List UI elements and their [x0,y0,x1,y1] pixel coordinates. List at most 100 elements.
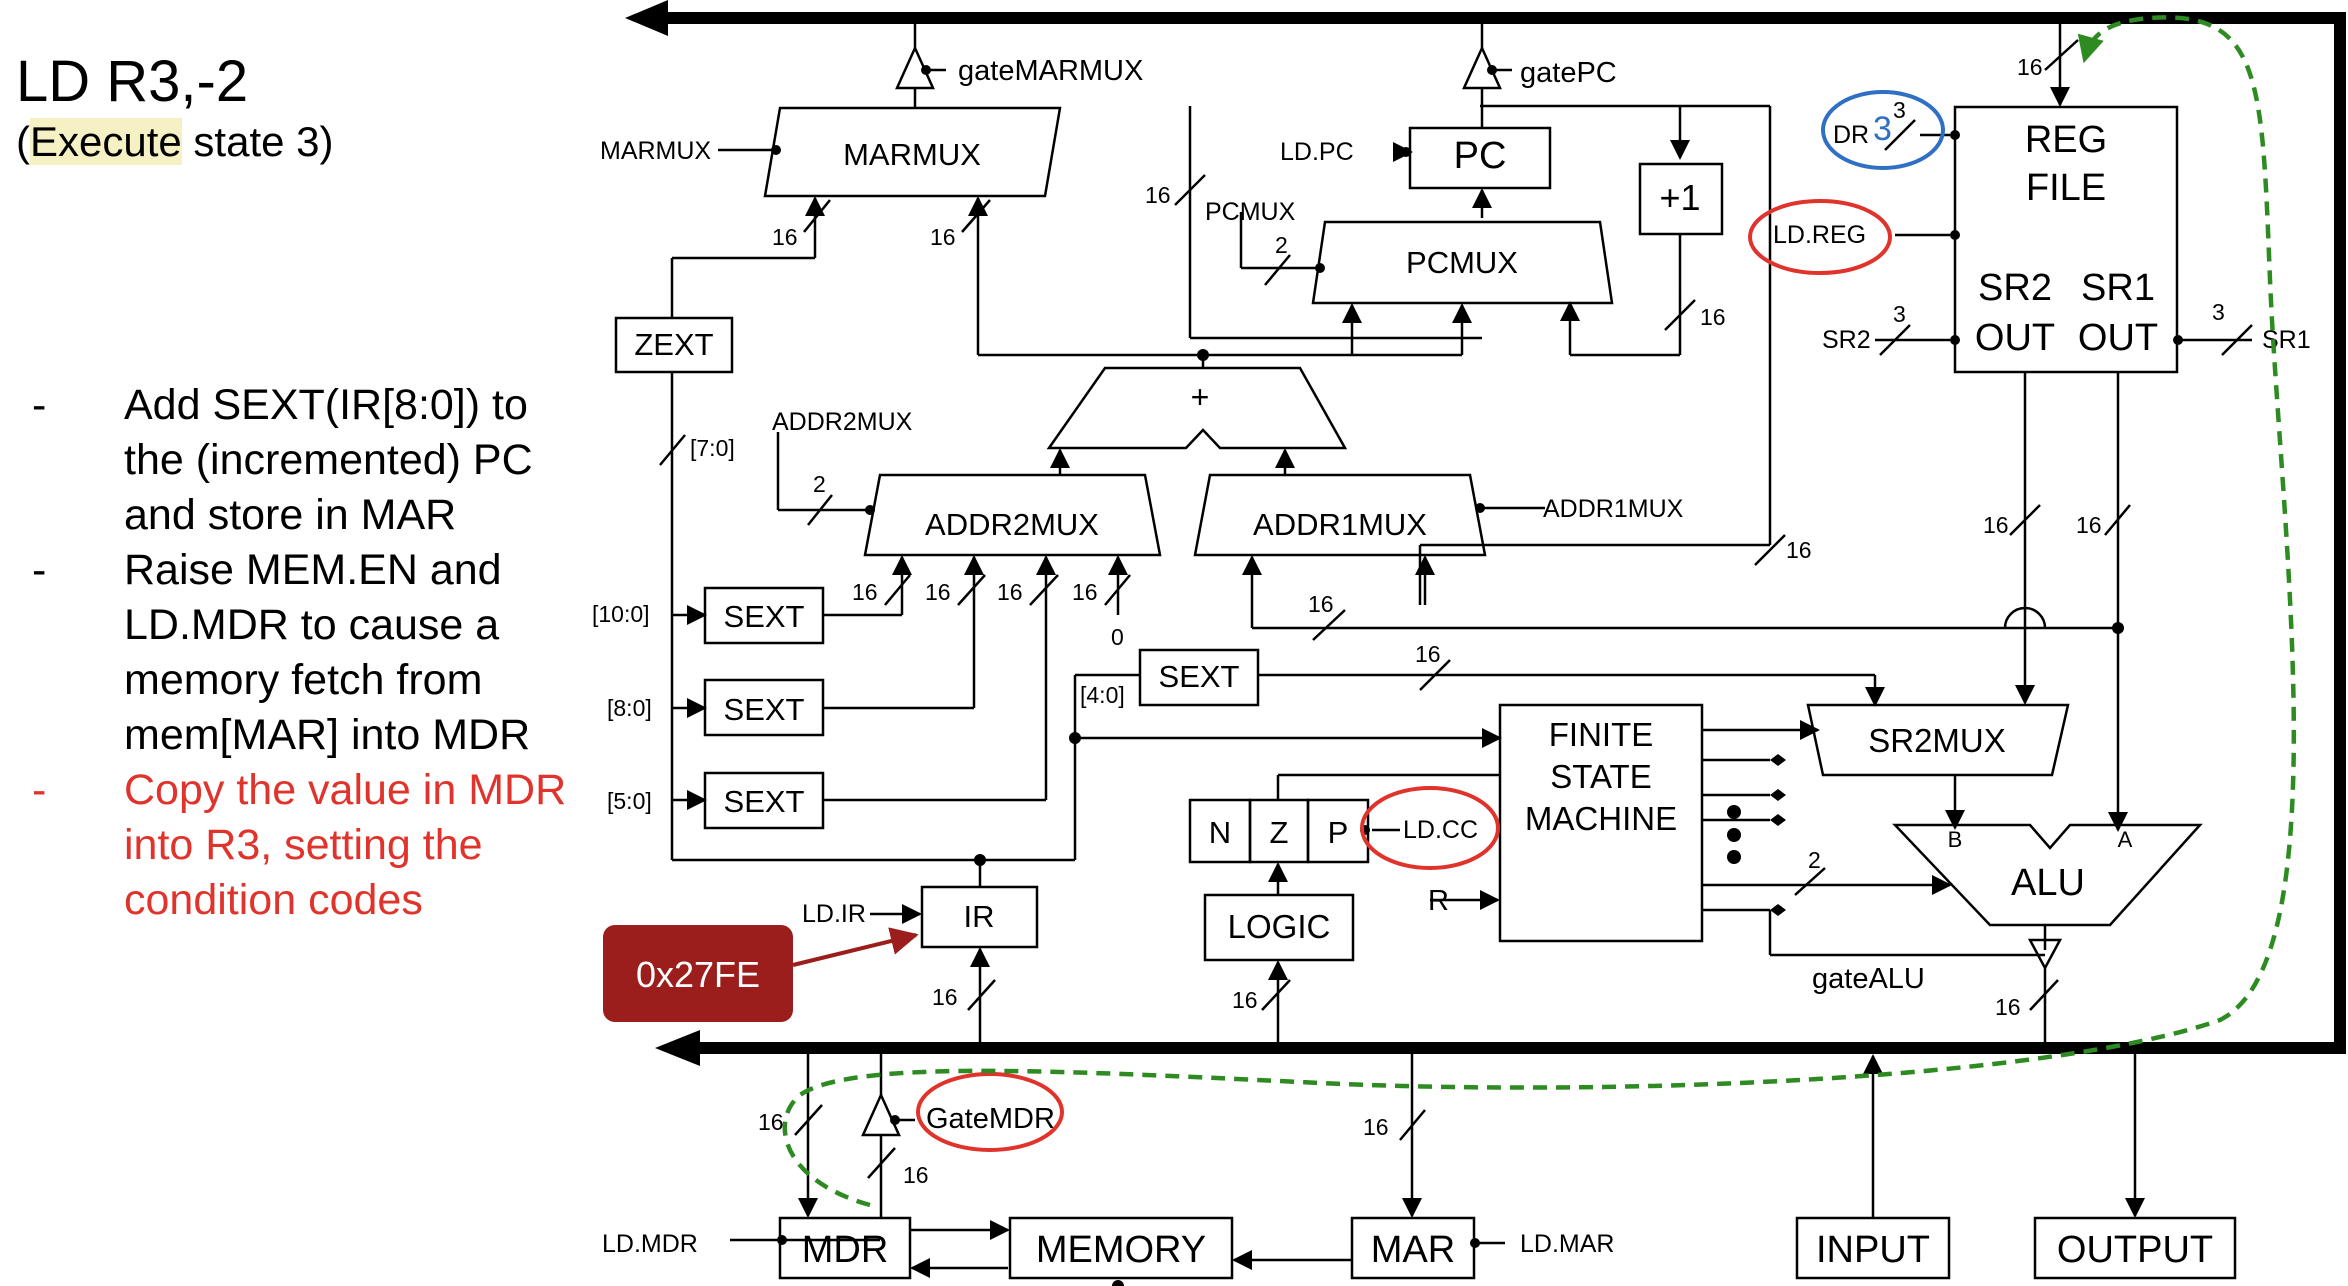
dr-signal: DR [1833,121,1869,149]
sr2-out-label-1: SR2 [1978,267,2052,309]
sext-5-label: SEXT [724,784,805,819]
width-16: 16 [930,224,956,250]
width-16: 16 [1145,182,1171,208]
width-3: 3 [1893,97,1906,123]
z-flag: Z [1270,815,1289,850]
output-label: OUTPUT [2057,1229,2213,1271]
step-text: Raise MEM.EN and LD.MDR to cause a memor… [124,546,531,759]
r-signal: R [1428,885,1449,917]
bits-4-0: [4:0] [1080,682,1125,708]
bits-10-0: [10:0] [592,601,650,627]
step-text: Copy the value in MDR into R3, setting t… [124,766,567,924]
width-16: 16 [1072,579,1098,605]
gate-alu-signal: gateALU [1812,963,1925,995]
bits-7-0: [7:0] [690,435,735,461]
width-16: 16 [1700,304,1726,330]
input-label: INPUT [1816,1229,1930,1271]
gate-mdr-highlight-ellipse [916,1072,1064,1152]
addr2mux-label: ADDR2MUX [925,507,1099,542]
step-item-current: - Copy the value in MDR into R3, setting … [32,763,594,928]
mar-label: MAR [1371,1229,1455,1271]
width-16: 16 [852,579,878,605]
callout-box [603,925,793,1022]
subtitle-highlight: Execute [30,118,182,165]
p-flag: P [1328,815,1349,850]
n-flag: N [1209,815,1231,850]
step-dash: - [32,766,47,814]
bits-8-0: [8:0] [607,695,652,721]
width-16: 16 [925,579,951,605]
width-16: 16 [932,984,958,1010]
ld-cc-signal: LD.CC [1403,816,1478,844]
alu-label: ALU [2011,862,2085,904]
top-bus [625,0,2346,1066]
width-16: 16 [997,579,1023,605]
addr2mux-select-signal: ADDR2MUX [772,408,913,436]
width-16: 16 [2076,512,2102,538]
addr1mux-select-signal: ADDR1MUX [1543,495,1684,523]
width-16: 16 [2017,54,2043,80]
ld-reg-signal: LD.REG [1773,221,1866,249]
width-16: 16 [1983,512,2009,538]
width-3: 3 [1893,301,1906,327]
pcmux-label: PCMUX [1406,245,1518,280]
junction-dots [771,65,2183,1286]
sr1-out-label-1: SR1 [2081,267,2155,309]
fsm-label-3: MACHINE [1525,800,1677,837]
zext-label: ZEXT [634,327,713,362]
pc-label: PC [1454,135,1507,177]
sr1-out-label-2: OUT [2078,317,2158,359]
ir-label: IR [964,899,995,934]
ld-mdr-signal: LD.MDR [602,1230,698,1258]
pcmux-select-signal: PCMUX [1205,198,1296,226]
ld-ir-signal: LD.IR [802,900,866,928]
fsm-label-1: FINITE [1549,716,1654,753]
subtitle-open: ( [16,118,30,165]
sr1-signal: SR1 [2262,326,2311,354]
width-16: 16 [903,1162,929,1188]
sr2mux-label: SR2MUX [1868,722,2006,759]
width-16: 16 [1232,987,1258,1013]
sr2-signal: SR2 [1822,326,1871,354]
width-16: 16 [1786,537,1812,563]
logic-label: LOGIC [1228,908,1331,945]
ld-cc-highlight-ellipse [1360,786,1500,870]
step-dash: - [32,381,47,429]
ir-value-text: 0x27FE [636,954,760,995]
width-16: 16 [758,1109,784,1135]
step-item: - Raise MEM.EN and LD.MDR to cause a memo… [32,543,594,763]
width-16: 16 [1995,994,2021,1020]
width-16: 16 [1415,641,1441,667]
regfile-label-2: FILE [2026,167,2106,209]
gate-pc-signal: gatePC [1520,57,1617,89]
gate-marmux-signal: gateMARMUX [958,55,1143,87]
width-16: 16 [1308,591,1334,617]
regfile-label-1: REG [2025,119,2107,161]
dr-highlight-ellipse [1821,90,1945,170]
alu-b-label: B [1948,827,1963,852]
plus-one-label: +1 [1659,177,1700,218]
adder-label: + [1191,379,1210,415]
step-text: Add SEXT(IR[8:0]) to the (incremented) P… [124,381,533,539]
dr-value: 3 [1873,110,1892,148]
sext-10-label: SEXT [724,599,805,634]
callout-arrow [792,927,919,967]
memory-label: MEMORY [1036,1229,1206,1271]
width-zero: 0 [1111,624,1124,650]
ld-mar-signal: LD.MAR [1520,1230,1614,1258]
mdr-label: MDR [802,1229,889,1271]
ld-reg-highlight-ellipse [1748,199,1892,275]
marmux-select-signal: MARMUX [600,137,711,165]
step-dash: - [32,546,47,594]
alu-a-label: A [2118,827,2133,852]
width-2: 2 [813,471,826,497]
gate-mdr-signal: GateMDR [926,1103,1055,1135]
sr2-out-label-2: OUT [1975,317,2055,359]
fsm-label-2: STATE [1550,758,1651,795]
sext-4-label: SEXT [1159,659,1240,694]
width-2: 2 [1275,232,1288,258]
width-2: 2 [1808,847,1821,873]
slide-subtitle: (Execute state 3) [16,118,334,166]
step-item: - Add SEXT(IR[8:0]) to the (incremented) … [32,378,594,543]
